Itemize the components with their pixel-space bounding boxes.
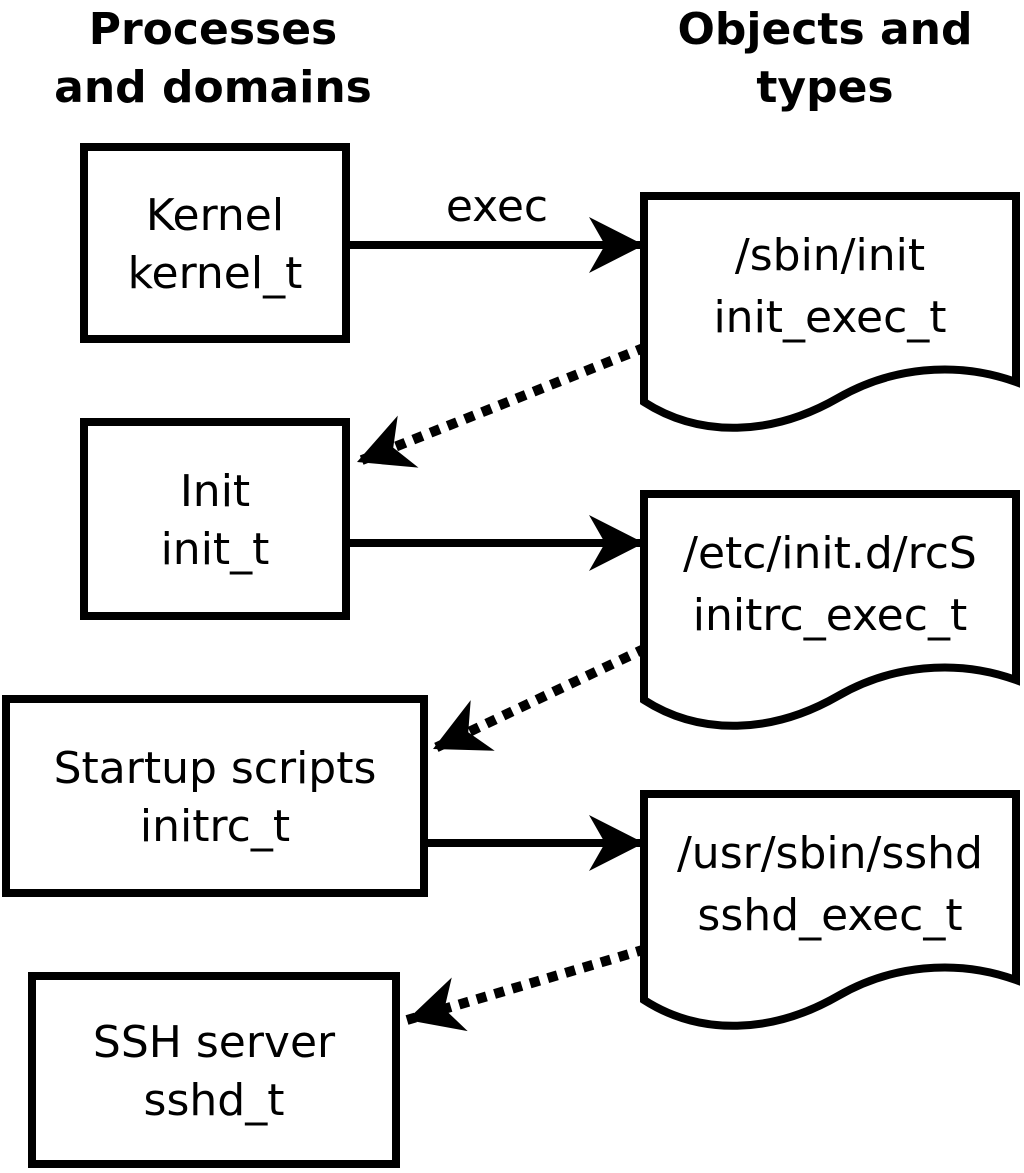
header-objects-line2: types <box>756 62 893 113</box>
process-domain: init_t <box>161 524 270 575</box>
transition-arrow-sbin-init-to-init <box>355 342 648 468</box>
column-header-right: Objects and types <box>678 4 973 113</box>
process-box <box>80 418 350 620</box>
process-box <box>28 972 400 1168</box>
process-node-startup-scripts: Startup scripts initrc_t <box>2 695 428 897</box>
object-path: /usr/sbin/sshd <box>677 828 983 879</box>
object-node-etc-initd-rcs: /etc/init.d/rcS initrc_exec_t <box>640 490 1020 730</box>
process-domain: kernel_t <box>128 248 303 299</box>
header-processes-line1: Processes <box>89 4 338 55</box>
process-name: SSH server <box>93 1017 336 1068</box>
process-domain: initrc_t <box>140 801 290 852</box>
dotted-arrow-line <box>355 342 648 468</box>
header-objects-line1: Objects and <box>678 4 973 55</box>
exec-arrow-kernel-to-sbin-init: exec <box>350 181 644 273</box>
process-name: Kernel <box>146 190 284 241</box>
process-node-kernel: Kernel kernel_t <box>80 143 350 343</box>
object-type: init_exec_t <box>713 292 946 343</box>
process-name: Startup scripts <box>54 743 377 794</box>
process-domain: sshd_t <box>144 1075 285 1126</box>
object-type: initrc_exec_t <box>693 590 967 641</box>
dotted-arrow-line <box>405 944 648 1032</box>
object-node-sbin-init: /sbin/init init_exec_t <box>640 192 1020 432</box>
process-node-init: Init init_t <box>80 418 350 620</box>
dotted-arrow-line <box>430 643 649 754</box>
document-shape <box>640 790 1020 1030</box>
object-type: sshd_exec_t <box>697 890 962 941</box>
object-path: /etc/init.d/rcS <box>683 528 977 579</box>
process-box <box>2 695 428 897</box>
column-header-left: Processes and domains <box>54 4 372 113</box>
document-shape <box>640 192 1020 432</box>
process-node-ssh-server: SSH server sshd_t <box>28 972 400 1168</box>
header-processes-line2: and domains <box>54 62 372 113</box>
object-node-usr-sbin-sshd: /usr/sbin/sshd sshd_exec_t <box>640 790 1020 1030</box>
process-box <box>80 143 350 343</box>
exec-arrow-label: exec <box>446 181 548 232</box>
document-shape <box>640 490 1020 730</box>
transition-arrow-etc-initd-rcs-to-startup-scripts <box>430 643 649 754</box>
process-name: Init <box>180 466 250 517</box>
transition-arrow-usr-sbin-sshd-to-ssh-server <box>405 944 648 1032</box>
object-path: /sbin/init <box>735 230 925 281</box>
